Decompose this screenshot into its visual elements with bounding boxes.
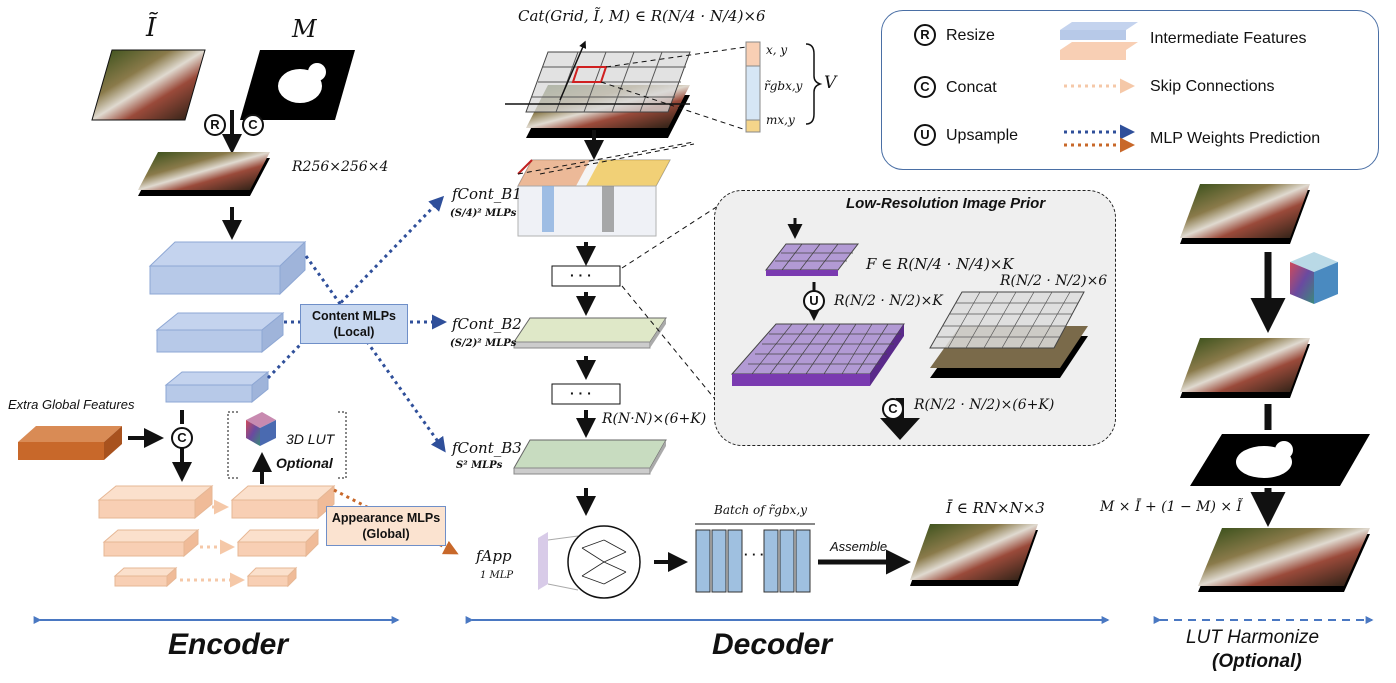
batch-dots: · · · bbox=[744, 547, 765, 562]
encoder-section-label: Encoder bbox=[168, 628, 289, 661]
resize-icon: R bbox=[204, 114, 226, 136]
encoder-feature-2 bbox=[155, 311, 285, 354]
cat-grid-stack bbox=[525, 51, 691, 138]
output-image bbox=[910, 524, 1038, 586]
decoder-block-3 bbox=[513, 439, 667, 475]
v-vector bbox=[745, 41, 761, 133]
upsample-icon: U bbox=[803, 290, 825, 312]
harmonize-mask bbox=[1190, 434, 1370, 486]
harmonize-formula: M × Ī + (1 − M) × Ĩ bbox=[1100, 499, 1243, 515]
mask-image bbox=[240, 50, 355, 120]
v-label: V bbox=[824, 73, 837, 93]
legend-box bbox=[881, 10, 1379, 170]
legend-mlp-weights: MLP Weights Prediction bbox=[1150, 130, 1321, 147]
appearance-mlps-box: Appearance MLPs (Global) bbox=[326, 506, 446, 546]
nn-dim-label: R(N·N)×(6+K) bbox=[602, 411, 707, 427]
optional-label: Optional bbox=[276, 455, 333, 471]
prior-f-dim: F ∈ R(N/4 · N/4)×K bbox=[866, 255, 1014, 273]
input-image bbox=[91, 49, 206, 121]
legend-intermediate-icon bbox=[1060, 22, 1138, 60]
lut-label: 3D LUT bbox=[286, 431, 335, 447]
input-image-label: Ĩ bbox=[146, 13, 157, 43]
appearance-mlps-label: Appearance MLPs bbox=[331, 511, 441, 525]
legend-skip: Skip Connections bbox=[1150, 78, 1275, 95]
f-cont-b3-sub: S² MLPs bbox=[456, 460, 503, 471]
legend-upsample-icon: U bbox=[914, 124, 936, 146]
f-cont-b1-label: fCont_B1 bbox=[452, 185, 522, 203]
rgb-batch bbox=[695, 523, 815, 593]
harmonize-input bbox=[1180, 184, 1310, 244]
skip-connections bbox=[180, 499, 245, 588]
content-mlps-box: Content MLPs (Local) bbox=[300, 304, 408, 344]
prior-title: Low-Resolution Image Prior bbox=[846, 195, 1046, 212]
appearance-mlps-sub: (Global) bbox=[362, 526, 410, 541]
prior-concat-icon: C bbox=[882, 398, 904, 420]
dots-box-2 bbox=[551, 383, 621, 405]
legend-resize: Resize bbox=[946, 27, 995, 44]
appearance-features bbox=[97, 484, 336, 588]
encoder-concat-icon: C bbox=[171, 427, 193, 449]
dots-box-1 bbox=[551, 265, 621, 287]
decoder-block-2 bbox=[513, 317, 667, 349]
vector-m-label: mx,y bbox=[766, 113, 795, 127]
prior-up-dim: R(N/2 · N/2)×K bbox=[834, 293, 943, 309]
lut-cube-large bbox=[1290, 252, 1338, 304]
dots-label-1: · · · bbox=[570, 267, 592, 283]
assemble-label: Assemble bbox=[830, 539, 888, 554]
encoder-feature-1 bbox=[148, 240, 307, 296]
content-mlps-sub: (Local) bbox=[333, 324, 375, 339]
prior-contents bbox=[730, 218, 1088, 440]
f-app-label: fApp bbox=[476, 547, 512, 565]
mlp-network-icon bbox=[538, 525, 641, 599]
input-dim-label: R256×256×4 bbox=[292, 159, 389, 175]
vector-rgb-label: r̃gbx,y bbox=[764, 79, 803, 93]
vector-xy-label: x, y bbox=[766, 43, 788, 57]
f-cont-b2-label: fCont_B2 bbox=[452, 315, 522, 333]
prior-concat-dim: R(N/2 · N/2)×(6+K) bbox=[914, 397, 1055, 413]
batch-label: Batch of r̃gbx,y bbox=[714, 503, 807, 517]
dots-label-2: · · · bbox=[570, 385, 592, 401]
cat-formula: Cat(Grid, Ĩ, M) ∈ R(N/4 · N/4)×6 bbox=[518, 7, 766, 25]
extra-global-feature-slab bbox=[18, 426, 122, 460]
legend-concat: Concat bbox=[946, 79, 997, 96]
mask-label: M bbox=[292, 15, 317, 43]
f-cont-b2-sub: (S/2)² MLPs bbox=[450, 338, 517, 349]
harmonize-section-sub: (Optional) bbox=[1212, 651, 1302, 672]
legend-resize-icon: R bbox=[914, 24, 936, 46]
harmonize-lut-output bbox=[1180, 338, 1310, 398]
f-cont-b3-label: fCont_B3 bbox=[452, 439, 522, 457]
output-label: Ī ∈ RN×N×3 bbox=[946, 499, 1045, 517]
prior-grid-dim: R(N/2 · N/2)×6 bbox=[1000, 273, 1108, 289]
encoder-feature-3 bbox=[164, 370, 270, 404]
f-cont-b1-sub: (S/4)² MLPs bbox=[450, 208, 517, 219]
lut-cube-small bbox=[246, 412, 276, 446]
resized-input bbox=[138, 152, 270, 196]
legend-intermediate: Intermediate Features bbox=[1150, 30, 1307, 47]
extra-global-label: Extra Global Features bbox=[8, 397, 135, 412]
content-mlps-label: Content MLPs bbox=[311, 309, 397, 323]
harmonize-output bbox=[1198, 528, 1370, 592]
concat-icon: C bbox=[242, 114, 264, 136]
harmonize-section-label: LUT Harmonize bbox=[1186, 627, 1320, 648]
legend-concat-icon: C bbox=[914, 76, 936, 98]
legend-upsample: Upsample bbox=[946, 127, 1019, 144]
decoder-section-label: Decoder bbox=[712, 628, 833, 661]
f-app-sub: 1 MLP bbox=[480, 570, 514, 581]
decoder-block-1 bbox=[517, 159, 671, 237]
